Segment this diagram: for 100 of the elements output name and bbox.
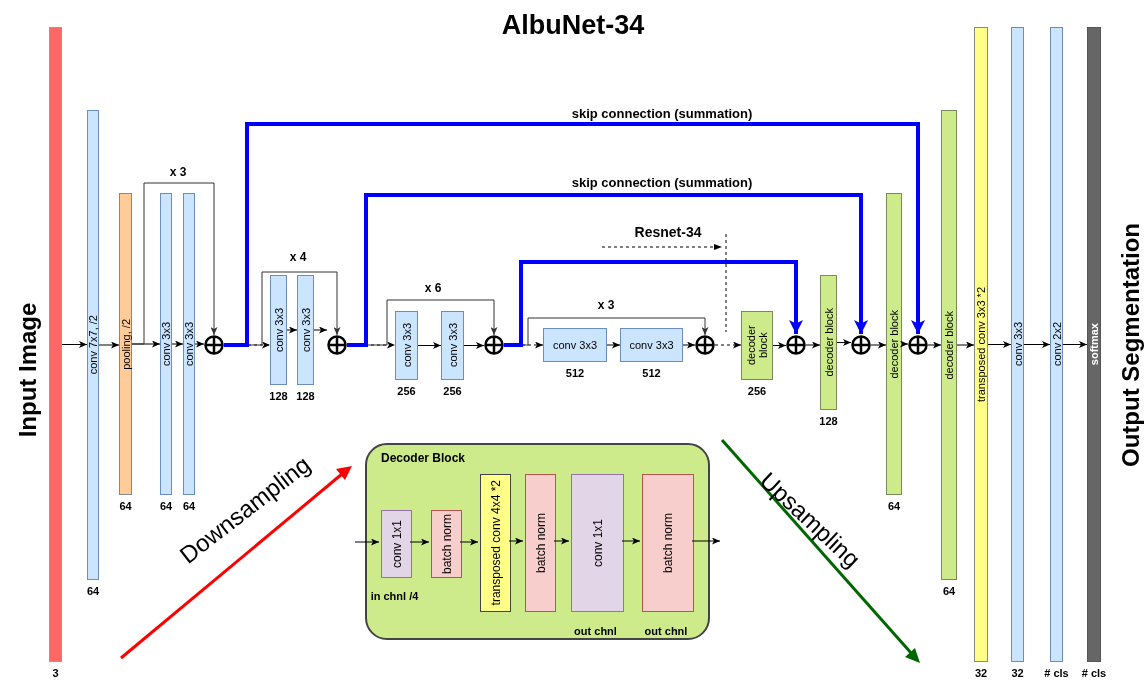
channel-count: 256 — [397, 385, 416, 397]
arrow — [286, 326, 298, 334]
arrow — [1062, 341, 1088, 348]
arrow — [313, 326, 328, 334]
layer-label: conv 3x3 — [299, 308, 312, 352]
side-label: Output Segmentation — [1117, 223, 1145, 467]
arrow — [417, 342, 442, 349]
layer-box — [571, 474, 624, 612]
arrow — [606, 341, 621, 349]
arrow — [772, 342, 787, 349]
arrow — [927, 341, 942, 349]
sum-node — [695, 335, 715, 355]
layer-label: conv 3x3 — [446, 323, 459, 368]
layer-label: pooling, /2 — [119, 318, 132, 370]
layer-label: batch norm — [440, 514, 453, 574]
layer-box — [480, 474, 511, 612]
layer-box — [886, 193, 902, 495]
layer-label: batch norm — [534, 513, 547, 573]
layer-label: batch norm — [662, 513, 674, 573]
layer-label: decoder block — [943, 310, 955, 380]
layer-box — [974, 27, 988, 662]
sum-node — [786, 335, 806, 355]
channel-count: out chnl — [574, 625, 617, 637]
arrow — [691, 537, 721, 545]
layer-label: conv 1x1 — [591, 519, 604, 567]
channel-count: in chnl /4 — [370, 590, 419, 602]
layer-label: conv 1x1 — [390, 520, 403, 568]
layer-label: conv 3x3 — [629, 339, 674, 351]
channel-count: 512 — [565, 367, 585, 379]
layer-label: decoder block — [745, 324, 769, 368]
channel-count: 128 — [296, 390, 315, 402]
layer-box — [160, 193, 172, 495]
layer-box — [395, 311, 418, 380]
channel-count: 256 — [747, 385, 767, 397]
channel-count: 512 — [642, 367, 661, 379]
layer-box — [941, 110, 957, 580]
layer-box — [642, 474, 694, 612]
layer-box — [431, 510, 462, 578]
layer-box — [620, 328, 683, 362]
arrow — [459, 538, 479, 546]
layer-box — [441, 311, 464, 380]
layer-box — [1087, 27, 1101, 662]
layer-label: conv 2x2 — [1050, 322, 1063, 367]
sum-node — [484, 335, 504, 355]
edge-label: x 3 — [167, 165, 189, 179]
channel-count: 64 — [159, 500, 173, 512]
channel-count: 64 — [119, 500, 132, 512]
layer-label: conv 3x3 — [160, 322, 172, 366]
channel-count: 32 — [974, 667, 988, 679]
channel-count: 64 — [86, 585, 100, 597]
skip-connection-arrow — [224, 122, 925, 347]
layer-box — [297, 275, 314, 385]
edge-label: x 3 — [595, 298, 617, 312]
arrow — [409, 538, 430, 546]
layer-label: transposed conv 4x4 *2 — [489, 480, 502, 606]
sum-node — [204, 335, 224, 355]
layer-box — [270, 275, 287, 385]
channel-count: 3 — [52, 667, 59, 679]
side-label: Input Image — [14, 302, 42, 438]
layer-label: conv 3x3 — [553, 339, 597, 351]
layer-box — [543, 328, 607, 362]
layer-box — [381, 510, 412, 578]
arrow — [987, 341, 1012, 348]
layer-box — [741, 311, 773, 380]
arrow — [836, 339, 852, 346]
arrow — [900, 340, 909, 348]
layer-label: conv 3x3 — [183, 322, 195, 366]
arrow — [354, 538, 380, 546]
layer-label: transposed conv 3x3 *2 — [975, 287, 987, 402]
layer-label: conv 3x3 — [400, 323, 413, 368]
arrow — [171, 340, 184, 348]
sum-node — [851, 335, 871, 355]
layer-label: conv 7x7, /2 — [87, 315, 99, 375]
channel-count: 64 — [887, 500, 901, 512]
arrow — [956, 341, 975, 349]
arrow — [194, 340, 205, 348]
layer-label: conv 3x3 — [272, 308, 285, 352]
layer-box — [525, 474, 556, 612]
layer-label: decoder block — [888, 309, 900, 379]
arrow — [714, 341, 742, 349]
arrow — [553, 537, 570, 545]
arrow — [1023, 341, 1051, 348]
arrow — [870, 341, 887, 349]
layer-box — [119, 193, 132, 495]
layer-label: conv 3x3 — [1011, 322, 1024, 367]
channel-count: out chnl — [644, 625, 688, 637]
input-bar — [49, 27, 62, 662]
residual-arrow — [131, 182, 218, 345]
decoder-block-panel — [365, 443, 710, 640]
layer-label: decoder block — [822, 308, 835, 377]
channel-count: 256 — [443, 385, 462, 397]
sum-node — [327, 335, 347, 355]
channel-count: 64 — [942, 585, 956, 597]
arrow — [463, 342, 485, 349]
panel-title: Decoder Block — [381, 451, 466, 465]
channel-count: # cls — [1044, 667, 1069, 679]
layer-box — [1011, 27, 1024, 662]
channel-count: 128 — [269, 390, 288, 402]
arrow — [508, 537, 524, 545]
arrow — [98, 341, 120, 349]
